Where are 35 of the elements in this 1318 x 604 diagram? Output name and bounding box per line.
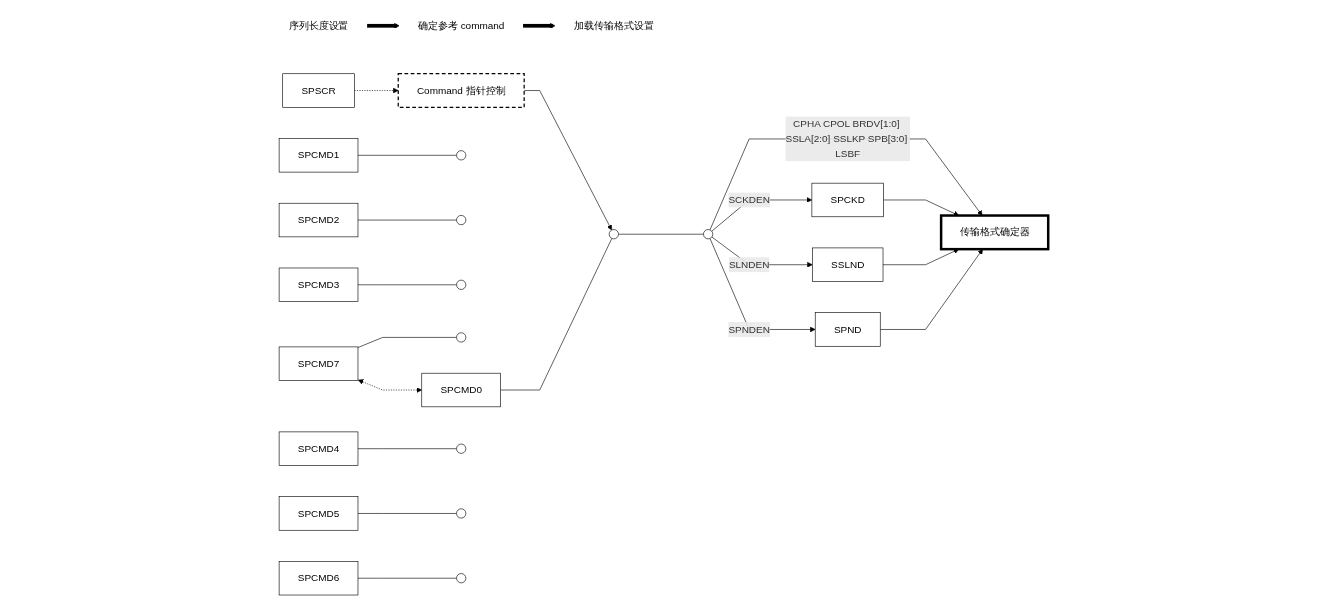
edge-label: SLNDEN [728, 259, 770, 270]
node-text: 序列长度设置 [288, 20, 349, 31]
node-circle [456, 332, 467, 343]
node-circle [456, 443, 467, 454]
node-circle [456, 150, 467, 161]
node-circle [456, 573, 467, 584]
node-circle [456, 279, 467, 290]
arrow [522, 23, 556, 29]
node-box: SPCKD [811, 182, 884, 218]
arrow [367, 23, 400, 29]
edge-label: SCKDEN [728, 194, 770, 205]
node-box: SPCMD6 [278, 561, 359, 596]
node-box: SSLND [812, 247, 884, 282]
edge-label: SPNDEN [728, 323, 770, 335]
node-box: SPCMD5 [278, 496, 359, 531]
node-box: SPCMD2 [278, 202, 359, 238]
node-box: SPCMD4 [278, 431, 359, 466]
node-box: SPCMD0 [421, 372, 501, 408]
edge-label: CPHA CPOL BRDV[1:0] SSLA[2:0] SSLKP SPB[3:0] LSBF [785, 118, 908, 159]
connector [357, 448, 457, 449]
node-text: 确定参考 command [417, 20, 505, 31]
node-box: SPCMD1 [278, 138, 359, 173]
node-box: SPCMD7 [278, 346, 359, 381]
node-box: 传输格式确定器 [939, 214, 1050, 251]
connector [357, 337, 457, 348]
node-text: 加载传输格式设置 [573, 20, 654, 31]
node-circle [608, 229, 619, 240]
node-box: Command 指针控制 [397, 73, 525, 108]
node-circle [456, 508, 467, 519]
connector [357, 513, 457, 514]
node-circle [456, 215, 467, 226]
node-box: SPND [814, 312, 881, 347]
node-box: SPSCR [282, 73, 355, 108]
node-circle [703, 229, 714, 240]
node-box: SPCMD3 [278, 267, 359, 302]
